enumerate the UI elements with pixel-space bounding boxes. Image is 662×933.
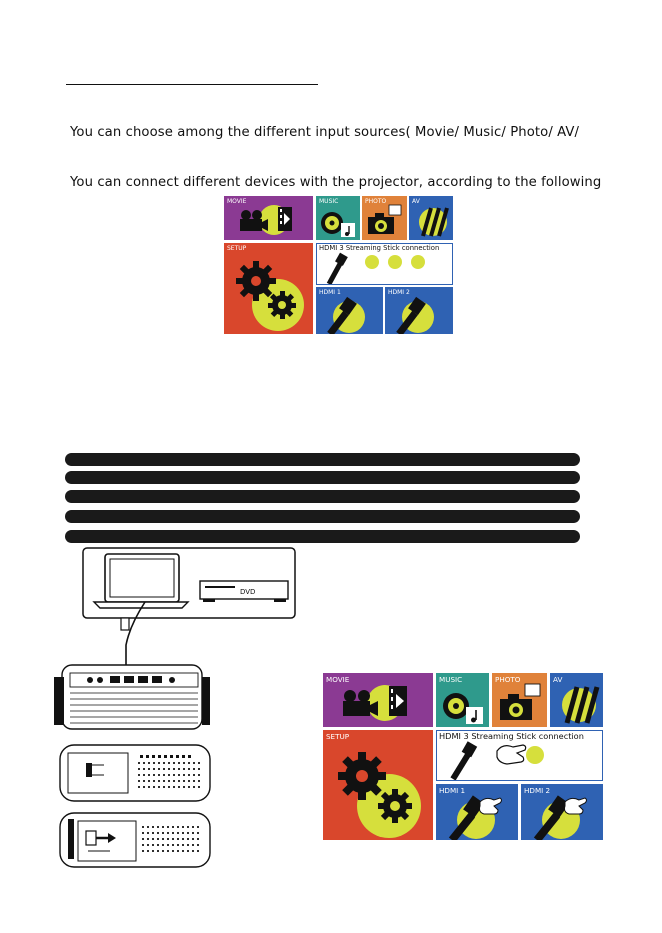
tile-music-label: MUSIC bbox=[319, 198, 339, 205]
tile-movie-bottom[interactable]: MOVIE bbox=[323, 673, 433, 727]
redacted-bar-2 bbox=[65, 471, 580, 484]
camera-icon bbox=[368, 204, 402, 234]
tile-hdmi1-bottom-label: HDMI 1 bbox=[439, 786, 466, 795]
tile-movie-bottom-label: MOVIE bbox=[326, 675, 350, 684]
streaming-label: HDMI 3 Streaming Stick connection bbox=[319, 244, 440, 252]
input-menu-bottom: MOVIE MUSIC PHOTO AV bbox=[323, 673, 603, 840]
tile-setup-bottom[interactable]: SETUP bbox=[323, 730, 433, 840]
tile-hdmi1[interactable]: HDMI 1 bbox=[316, 287, 383, 334]
input-menu-top: MOVIE MUSIC PHOTO AV bbox=[224, 196, 453, 334]
tile-setup-label: SETUP bbox=[227, 245, 247, 252]
paragraph-connect-devices: You can connect different devices with t… bbox=[70, 175, 602, 190]
tile-music-bottom-label: MUSIC bbox=[439, 675, 463, 684]
tile-av-bottom-label: AV bbox=[553, 675, 563, 684]
redacted-bar-5 bbox=[65, 530, 580, 543]
hdmi2-plug-icon bbox=[533, 795, 587, 840]
av-cable-icon bbox=[562, 686, 600, 724]
camera-icon bbox=[500, 683, 541, 720]
tile-setup-bottom-label: SETUP bbox=[326, 732, 350, 741]
tile-hdmi2-bottom[interactable]: HDMI 2 bbox=[521, 784, 603, 840]
tile-hdmi3-streaming-bottom[interactable]: HDMI 3 Streaming Stick connection bbox=[436, 730, 603, 781]
tile-hdmi2-label: HDMI 2 bbox=[388, 289, 410, 296]
devices-diagram: DVD bbox=[54, 547, 296, 868]
gear-icon bbox=[236, 261, 304, 331]
av-cable-icon bbox=[419, 207, 449, 237]
tile-movie-label: MOVIE bbox=[227, 198, 247, 205]
tile-hdmi2-bottom-label: HDMI 2 bbox=[524, 786, 551, 795]
tile-photo-label: PHOTO bbox=[365, 198, 387, 205]
hdmi1-plug-icon bbox=[448, 795, 502, 840]
gear-icon bbox=[338, 752, 421, 838]
hdmi1-plug-icon bbox=[327, 296, 365, 334]
tile-av-label: AV bbox=[412, 198, 420, 205]
tile-hdmi1-label: HDMI 1 bbox=[319, 289, 341, 296]
movie-camera-icon bbox=[240, 205, 292, 235]
tile-photo-bottom[interactable]: PHOTO bbox=[492, 673, 547, 727]
devices-illustration: DVD bbox=[50, 545, 300, 875]
redacted-bar-4 bbox=[65, 510, 580, 523]
hdmi2-plug-icon bbox=[396, 296, 434, 334]
tile-music-bottom[interactable]: MUSIC bbox=[436, 673, 489, 727]
tile-hdmi3-streaming[interactable]: HDMI 3 Streaming Stick connection bbox=[316, 243, 453, 285]
redacted-bar-1 bbox=[65, 453, 580, 466]
tile-hdmi1-bottom[interactable]: HDMI 1 bbox=[436, 784, 518, 840]
streaming-bottom-label: HDMI 3 Streaming Stick connection bbox=[439, 731, 584, 741]
tile-av-bottom[interactable]: AV bbox=[550, 673, 603, 727]
pointing-hand-icon bbox=[496, 744, 527, 765]
dvd-label: DVD bbox=[240, 588, 255, 596]
tile-photo-bottom-label: PHOTO bbox=[495, 675, 521, 684]
hdmi-cable-icon bbox=[326, 252, 425, 284]
tile-photo[interactable]: PHOTO bbox=[362, 196, 407, 240]
paragraph-input-sources: You can choose among the different input… bbox=[70, 125, 580, 140]
music-disc-icon bbox=[443, 693, 483, 724]
heading-underline bbox=[66, 84, 318, 85]
music-disc-icon bbox=[321, 212, 355, 237]
redacted-bar-3 bbox=[65, 490, 580, 503]
movie-camera-icon bbox=[343, 685, 407, 721]
hdmi-cable-icon bbox=[450, 741, 544, 780]
tile-movie[interactable]: MOVIE bbox=[224, 196, 313, 240]
tile-setup[interactable]: SETUP bbox=[224, 243, 313, 334]
tile-hdmi2[interactable]: HDMI 2 bbox=[385, 287, 453, 334]
pointing-hand-icon bbox=[564, 797, 587, 815]
tile-av[interactable]: AV bbox=[409, 196, 453, 240]
pointing-hand-icon bbox=[479, 797, 502, 815]
tile-music[interactable]: MUSIC bbox=[316, 196, 360, 240]
